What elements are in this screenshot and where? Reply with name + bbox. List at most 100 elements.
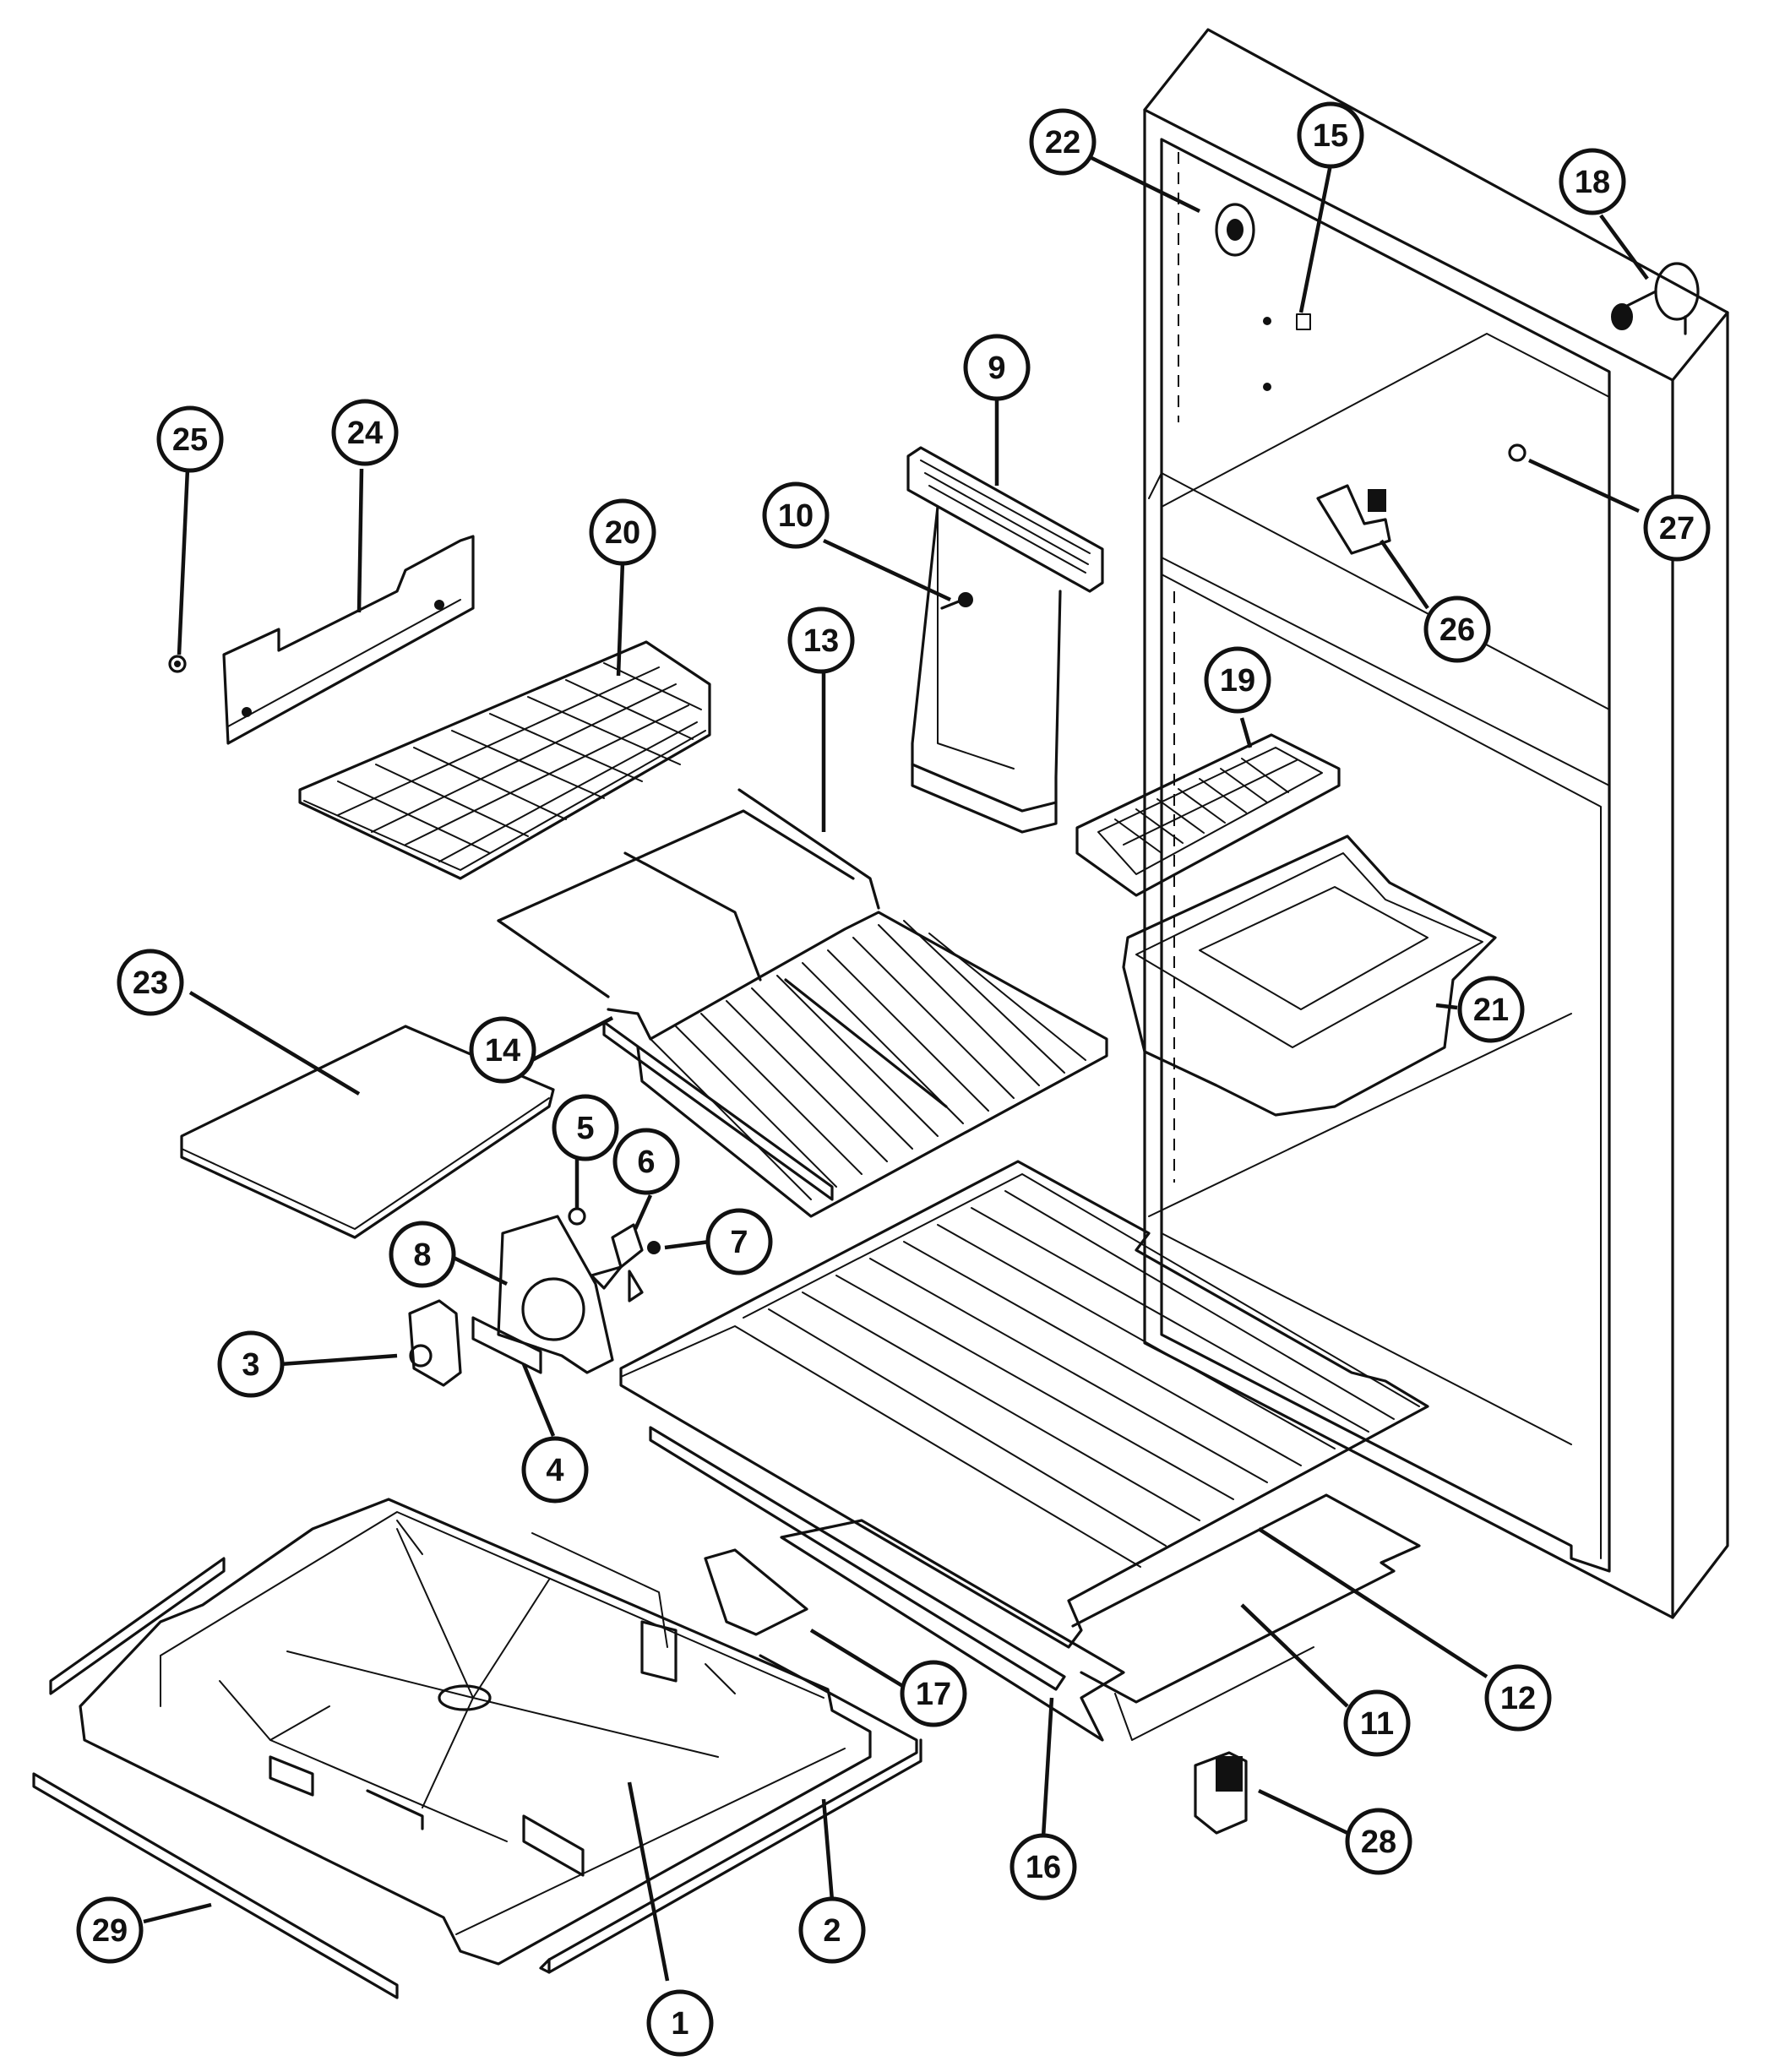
callout-label: 7	[730, 1225, 748, 1260]
callout-1: 1	[646, 1989, 714, 2057]
part-9-air-duct	[906, 446, 1104, 834]
callout-circle	[1457, 976, 1525, 1043]
callout-circle	[705, 1208, 773, 1275]
callout-circle	[1345, 1808, 1412, 1875]
callout-label: 10	[778, 498, 814, 534]
callout-circle	[156, 405, 224, 473]
callout-label: 19	[1220, 663, 1255, 699]
callout-27: 27	[1643, 494, 1711, 562]
callout-label: 6	[637, 1145, 655, 1180]
part-14-trim-strip	[602, 1020, 834, 1201]
callout-label: 8	[413, 1237, 431, 1273]
callout-circle	[589, 498, 656, 566]
part-1-base-pan	[79, 1498, 872, 1966]
callout-label: 17	[916, 1677, 951, 1712]
callout-circle	[389, 1221, 456, 1288]
callout-circle	[1204, 646, 1271, 714]
callout-19: 19	[1204, 646, 1271, 714]
callout-8: 8	[389, 1221, 456, 1288]
callout-5: 5	[552, 1094, 619, 1161]
callout-11: 11	[1343, 1689, 1411, 1757]
callout-circle	[787, 606, 855, 674]
callout-21: 21	[1457, 976, 1525, 1043]
callout-label: 4	[546, 1453, 563, 1488]
callout-circle	[331, 399, 399, 466]
callout-label: 12	[1500, 1681, 1536, 1716]
callout-circle	[762, 481, 830, 549]
part-2-side-rail	[539, 1654, 922, 1974]
callout-label: 11	[1360, 1706, 1394, 1742]
callout-13: 13	[787, 606, 855, 674]
callout-label: 25	[172, 422, 208, 458]
callout-label: 2	[823, 1913, 841, 1949]
callout-6: 6	[612, 1128, 680, 1195]
part-3-motor	[408, 1299, 462, 1387]
callouts: 1234567891011121314151617181920212223242…	[76, 101, 1711, 2057]
callout-label: 5	[576, 1111, 594, 1146]
part-17-small-panel	[704, 1548, 808, 1636]
callout-circle	[1423, 595, 1491, 663]
callout-circle	[1297, 101, 1364, 169]
callout-25: 25	[156, 405, 224, 473]
callout-26: 26	[1423, 595, 1491, 663]
part-10-screw	[940, 592, 973, 610]
callout-label: 29	[92, 1913, 128, 1949]
callout-label: 13	[803, 623, 839, 659]
callout-circle	[217, 1330, 285, 1398]
callout-circle	[1643, 494, 1711, 562]
part-24-bracket	[222, 535, 475, 745]
callout-circle	[552, 1094, 619, 1161]
part-7-nut	[647, 1241, 661, 1254]
part-16-strip	[649, 1426, 1066, 1691]
callout-circle	[1559, 148, 1626, 215]
callout-label: 9	[988, 351, 1005, 386]
callout-16: 16	[1010, 1833, 1077, 1901]
callout-label: 14	[485, 1033, 520, 1069]
callout-circle	[646, 1989, 714, 2057]
callout-label: 27	[1659, 511, 1695, 547]
leader-lines	[143, 151, 1649, 1982]
callout-29: 29	[76, 1896, 144, 1964]
callout-circle	[521, 1436, 589, 1504]
callout-9: 9	[963, 334, 1031, 401]
callout-28: 28	[1345, 1808, 1412, 1875]
callout-circle	[1484, 1664, 1552, 1732]
callout-2: 2	[798, 1896, 866, 1964]
part-21-ice-bin	[1122, 835, 1497, 1117]
callout-label: 26	[1439, 612, 1475, 648]
callout-label: 18	[1575, 165, 1610, 200]
part-19-ice-tray	[1075, 733, 1341, 897]
part-8-fan-bracket	[471, 1215, 614, 1374]
part-5-screw	[568, 1207, 586, 1226]
part-12-crisper-cover	[619, 1160, 1429, 1649]
callout-circle	[1343, 1689, 1411, 1757]
callout-3: 3	[217, 1330, 285, 1398]
part-11-panel	[780, 1493, 1421, 1742]
callout-24: 24	[331, 399, 399, 466]
callout-label: 23	[133, 965, 168, 1001]
callout-20: 20	[589, 498, 656, 566]
callout-circle	[963, 334, 1031, 401]
callout-circle	[469, 1016, 536, 1084]
part-25-screw	[168, 655, 187, 673]
cabinet-outline	[1143, 28, 1729, 1619]
callout-7: 7	[705, 1208, 773, 1275]
part-22-fitting	[1215, 203, 1255, 257]
callout-label: 15	[1313, 118, 1348, 154]
callout-label: 16	[1026, 1850, 1061, 1885]
callout-circle	[76, 1896, 144, 1964]
callout-circle	[798, 1896, 866, 1964]
callout-label: 28	[1361, 1825, 1396, 1860]
callout-12: 12	[1484, 1664, 1552, 1732]
part-26-bracket	[1316, 484, 1391, 555]
part-27-screw	[1508, 443, 1527, 462]
callout-22: 22	[1029, 108, 1097, 176]
part-6-fan-blade	[590, 1223, 644, 1302]
callout-label: 21	[1473, 992, 1509, 1028]
callout-label: 3	[242, 1347, 259, 1383]
callout-23: 23	[117, 949, 184, 1016]
callout-label: 1	[671, 2006, 688, 2042]
part-23-glass-shelf	[180, 1025, 555, 1239]
callout-15: 15	[1297, 101, 1364, 169]
